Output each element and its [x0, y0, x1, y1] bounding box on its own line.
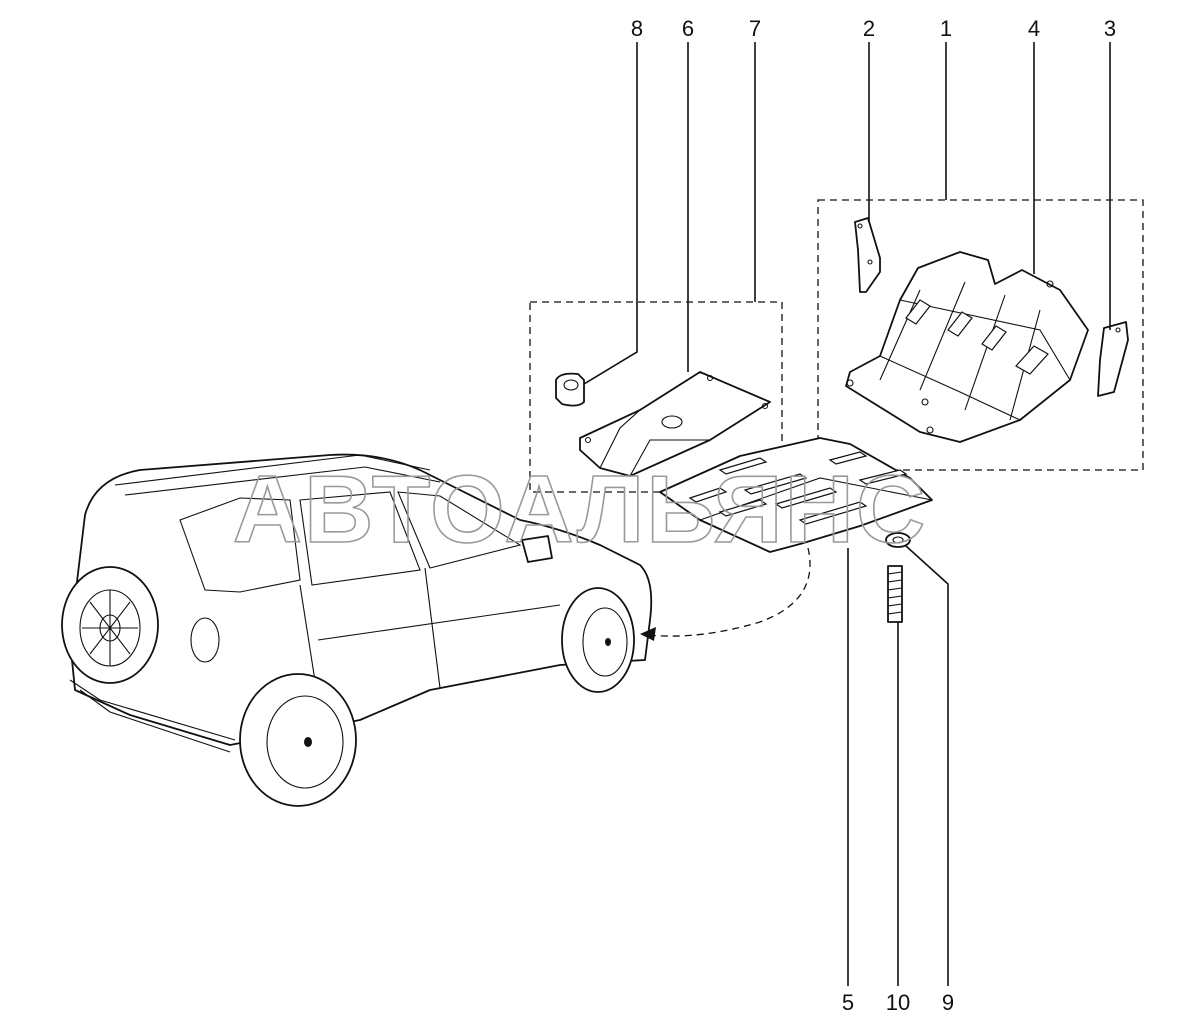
callout-7: 7 [749, 16, 761, 41]
nut-part-9 [885, 532, 911, 548]
spare-wheel [61, 566, 159, 684]
callout-6: 6 [682, 16, 694, 41]
callout-labels: 8 6 7 2 1 4 3 5 10 9 [631, 16, 1116, 1015]
group-frame-7 [529, 301, 783, 493]
vehicle-illustration [61, 453, 653, 807]
front-wheel [561, 587, 635, 693]
shield-plate-part-6 [579, 371, 771, 477]
callout-4: 4 [1028, 16, 1040, 41]
callout-9: 9 [942, 990, 954, 1015]
leader-lines [583, 42, 1111, 986]
bracket-part-2 [854, 217, 881, 293]
engine-shield-part-4 [845, 251, 1089, 443]
callout-10: 10 [886, 990, 910, 1015]
rear-wheel [239, 673, 357, 807]
stud-part-10 [887, 565, 903, 623]
watermark-text: АВТОАЛЬЯНС [233, 456, 927, 563]
callout-3: 3 [1104, 16, 1116, 41]
bracket-part-3 [1097, 321, 1129, 397]
callout-1: 1 [940, 16, 952, 41]
callout-2: 2 [863, 16, 875, 41]
callout-5: 5 [842, 990, 854, 1015]
installation-arrow [640, 547, 811, 641]
bushing-part-8 [555, 372, 585, 407]
callout-8: 8 [631, 16, 643, 41]
skid-plate-part-5 [659, 437, 933, 553]
group-frame-1 [817, 199, 1144, 471]
